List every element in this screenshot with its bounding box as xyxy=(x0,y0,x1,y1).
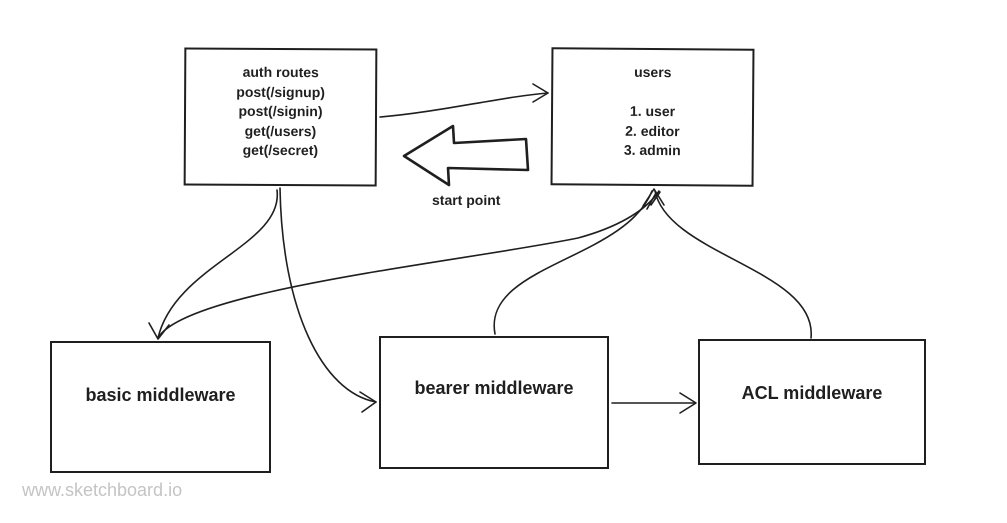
arrowhead-basic xyxy=(148,322,170,340)
arrowhead-bearer xyxy=(359,391,377,413)
edge-auth-to-users xyxy=(379,92,549,118)
start-point-label: start point xyxy=(432,192,501,208)
acl-middleware-label: ACL middleware xyxy=(741,383,883,403)
edge-bearer-to-users xyxy=(493,190,653,335)
basic-middleware-label: basic middleware xyxy=(85,385,236,405)
route-post-signup: post(/signup) xyxy=(236,83,326,100)
users-node[interactable]: users 1. user 2. editor 3. admin xyxy=(550,47,755,187)
route-post-signin: post(/signin) xyxy=(238,102,323,120)
arrowhead-users-from-below xyxy=(642,188,665,210)
edge-auth-to-basic xyxy=(157,189,278,339)
bearer-middleware-label: bearer middleware xyxy=(414,378,574,398)
users-spacer xyxy=(553,82,752,103)
role-admin: 3. admin xyxy=(623,141,681,159)
role-user: 1. user xyxy=(629,102,676,120)
basic-middleware-node[interactable]: basic middleware xyxy=(50,341,271,473)
start-point-arrow-icon xyxy=(402,124,530,187)
edge-auth-to-bearer xyxy=(279,187,377,403)
edge-basic-to-users xyxy=(157,190,660,339)
role-editor: 2. editor xyxy=(625,122,680,139)
acl-middleware-node[interactable]: ACL middleware xyxy=(698,339,926,465)
arrowhead-acl xyxy=(679,392,697,414)
route-get-users: get(/users) xyxy=(244,122,317,139)
route-get-secret: get(/secret) xyxy=(242,141,319,159)
auth-routes-node[interactable]: auth routes post(/signup) post(/signin) … xyxy=(183,47,378,187)
auth-routes-title: auth routes xyxy=(242,63,319,81)
watermark: www.sketchboard.io xyxy=(22,480,183,500)
arrowhead-users-from-auth xyxy=(532,83,549,103)
users-title: users xyxy=(634,63,672,81)
edge-acl-to-users xyxy=(654,190,812,339)
bearer-middleware-node[interactable]: bearer middleware xyxy=(379,336,609,469)
